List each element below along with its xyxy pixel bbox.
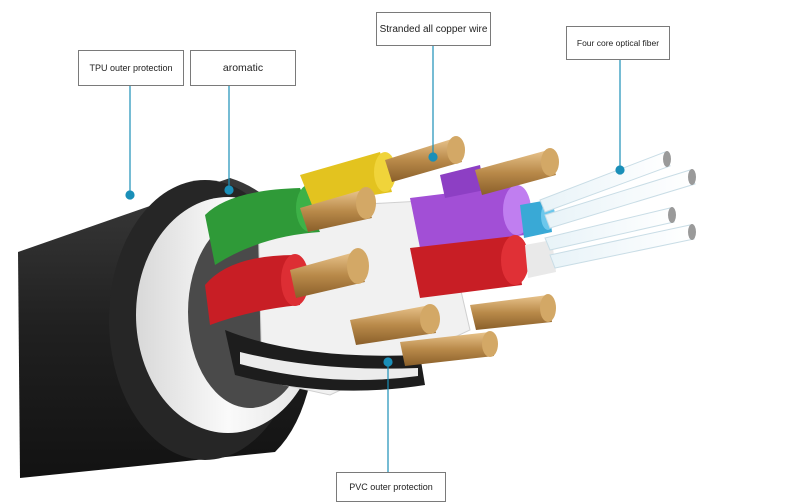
label-stranded-copper-wire: Stranded all copper wire: [376, 12, 491, 46]
purple-conductor: [410, 165, 531, 248]
optical-fibers: [539, 151, 696, 269]
label-four-core-optical-fiber: Four core optical fiber: [566, 26, 670, 60]
copper-strands: [290, 136, 559, 366]
leader-lines: [125, 46, 625, 472]
label-pvc-outer-protection: PVC outer protection: [336, 472, 446, 502]
pvc-sheath-highlight: [240, 352, 418, 380]
red-conductor-right: [410, 235, 529, 298]
label-tpu-outer-protection: TPU outer protection: [78, 50, 184, 86]
label-aromatic: aromatic: [190, 50, 296, 86]
